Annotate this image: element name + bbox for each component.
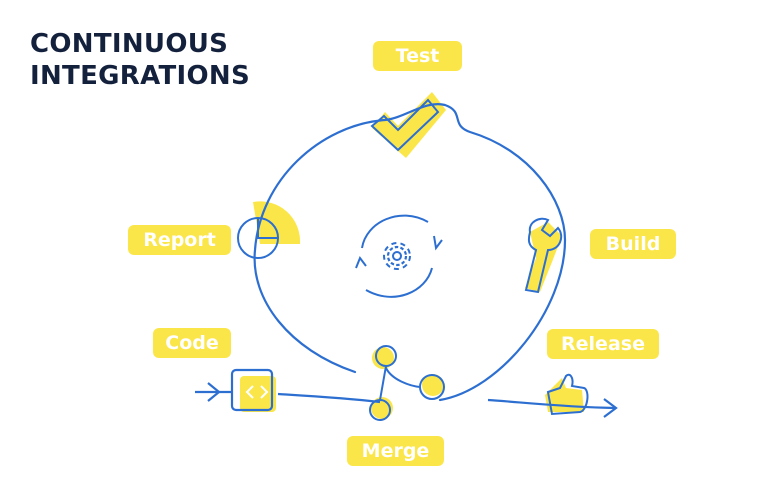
check-icon [370,98,440,152]
stage-label-merge: Merge [347,436,444,466]
title-line-1: CONTINUOUS [30,29,229,59]
stage-label-report: Report [128,225,231,255]
cycle-line [253,103,567,402]
cycle-arrows-icon [355,214,443,298]
stage-label-release: Release [547,329,659,359]
yellow-highlights [240,92,584,419]
wrench-icon [524,217,563,294]
stage-label-test: Test [373,41,462,71]
check-highlight [372,92,446,158]
release-arrowhead [603,398,618,418]
thumb-highlight [545,378,584,412]
code-icon [230,368,274,412]
pie-chart-icon [237,217,279,259]
gear-icon [383,242,411,270]
title-line-2: INTEGRATIONS [30,61,250,91]
merge-highlight-right [422,374,444,396]
code-highlight [240,376,276,412]
code-to-merge-line [277,392,381,404]
branch-icon [369,345,445,421]
stage-label-code: Code [153,328,231,358]
stage-label-build: Build [590,229,676,259]
release-flow-line [487,398,617,410]
thumbs-up-icon [546,373,589,416]
pie-highlight [253,201,301,244]
page-title: CONTINUOUS INTEGRATIONS [30,28,250,92]
wrench-highlight [525,222,562,292]
code-arrowhead [207,382,221,402]
